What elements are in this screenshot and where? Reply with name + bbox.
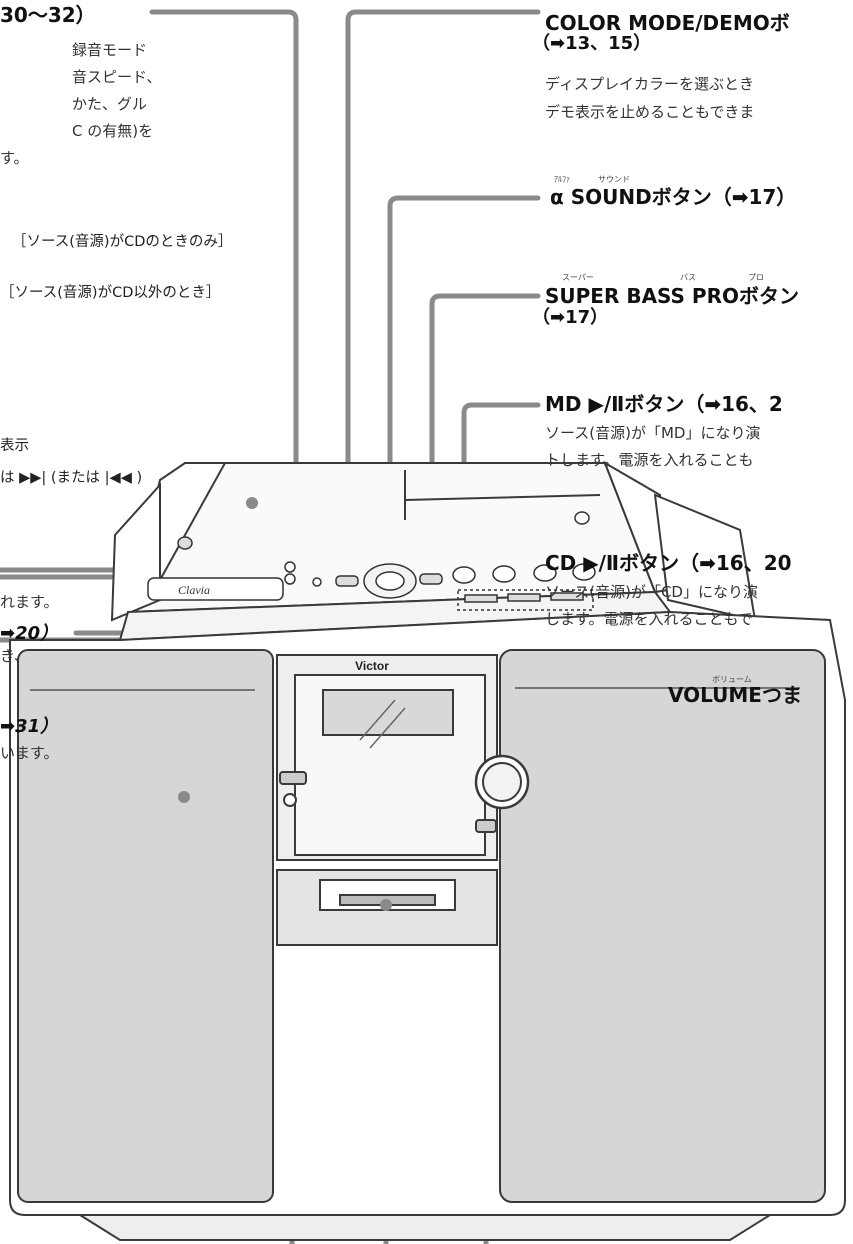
leader-line-super-bass <box>429 293 541 558</box>
brand-logo: Victor <box>355 659 389 673</box>
bass-ruby: バス <box>680 273 696 282</box>
super-ruby: スーパー <box>562 273 594 282</box>
color-mode-desc-1: ディスプレイカラーを選ぶとき <box>545 75 754 93</box>
top-left-ref: 30〜32） <box>0 3 96 27</box>
top-left-line-3: かた、グル <box>72 95 148 113</box>
cd-desc-2: します。電源を入れることもで <box>545 610 753 628</box>
pro-ruby: プロ <box>748 273 764 282</box>
top-left-line-4: C の有無)を <box>72 122 154 140</box>
sound-ruby: サウンド <box>598 175 630 184</box>
top-left-line-5: す。 <box>0 149 29 167</box>
leader-line-alpha-sound <box>387 195 541 588</box>
color-mode-desc-2: デモ表示を止めることもできま <box>545 103 755 121</box>
super-bass-heading: SUPER BASS PROボタン <box>545 284 799 308</box>
leader-line-md <box>461 402 541 551</box>
top-left-line-2: 音スピード、 <box>72 68 162 86</box>
alpha-ruby: ｱﾙﾌｧ <box>554 175 570 184</box>
device-body <box>9 460 846 1241</box>
md-desc-1: ソース(音源)が「MD」になり演 <box>545 424 761 442</box>
md-heading: MD ▶/Ⅱボタン（➡16、2 <box>545 392 783 416</box>
leader-line-top-left <box>149 9 299 568</box>
leader-line-color-mode <box>345 9 541 558</box>
cd-heading: CD ▶/Ⅱボタン（➡16、20 <box>545 551 792 575</box>
color-mode-ref: （➡13、15） <box>532 33 652 54</box>
super-bass-ref: （➡17） <box>532 307 609 328</box>
left-ki: き、 <box>0 647 29 665</box>
left-note-non-cd: ［ソース(音源)がCD以外のとき］ <box>0 285 221 301</box>
left-display: 表示 <box>0 438 29 454</box>
left-ref-20: ➡20） <box>0 623 59 644</box>
volume-ruby: ボリューム <box>712 675 752 684</box>
alpha-sound-heading: α SOUNDボタン（➡17） <box>550 185 797 209</box>
md-desc-2: トします。電源を入れることも <box>545 451 754 469</box>
cd-desc-1: ソース(音源)が「CD」になり演 <box>545 583 758 601</box>
leader-dots <box>178 497 392 911</box>
top-left-line-1: 録音モード <box>72 41 148 59</box>
left-imasu: います。 <box>0 744 59 762</box>
color-mode-heading: COLOR MODE/DEMOボ <box>545 11 790 35</box>
left-ref-31: ➡31） <box>0 716 59 737</box>
control-buttons <box>147 511 596 611</box>
left-skip: は ▶▶| (または |◀◀ ) <box>0 470 143 486</box>
left-open: れます。 <box>0 593 59 611</box>
model-logo: Clavia <box>178 583 210 597</box>
volume-heading: VOLUMEつま <box>668 683 802 707</box>
left-note-cd-only: ［ソース(音源)がCDのときのみ］ <box>12 234 233 250</box>
